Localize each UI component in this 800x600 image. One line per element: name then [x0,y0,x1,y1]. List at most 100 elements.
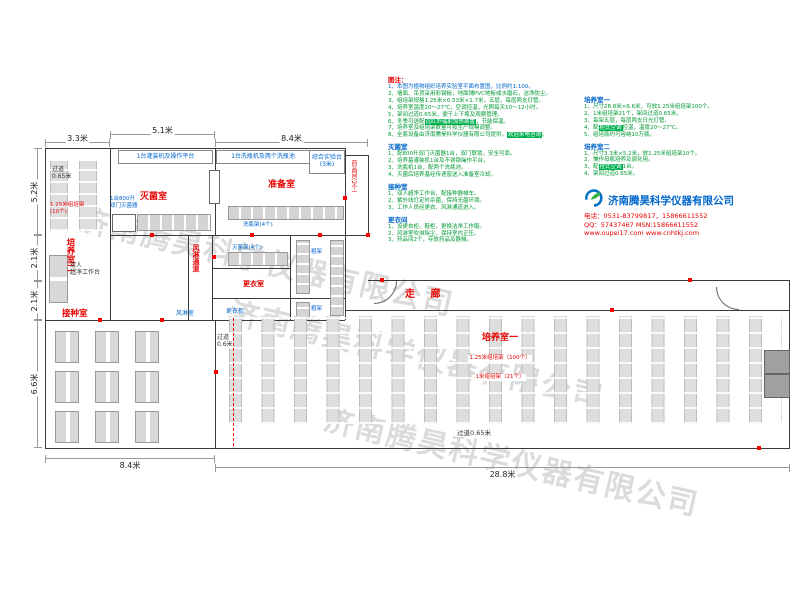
racks10-label: 1.25米组培架 (10个) [50,202,85,215]
culture1-right-rack [764,374,790,398]
room-label-air-shower-passage: 风淋通道 [192,244,200,272]
sterilizing-rack-unit [228,252,288,266]
legend-line: 5、架间过道0.65米，便于上下瓶及观察管理。 [388,111,503,118]
legend-line: 1、尺寸3.3米×5.2米，放1.25米组培架10个。 [584,150,701,157]
culture1-racks-note: 1.25米组培架（100个） [468,355,532,362]
legend-line: 4、培养室温度20～27℃，空调控温，光照每天10～12小时。 [388,104,542,111]
dimension-bottom-1: 8.4米 [45,455,215,471]
wall [212,268,290,269]
clean-bench-label: 双人 超净工作台 [70,262,101,276]
rough-rack-label: 粗架 [311,249,323,255]
dimension-label: 5.1米 [150,125,175,136]
legend-section-header: 图注： [388,76,408,84]
wall [368,280,789,281]
legend-line: 1、本图为植物组织培养实验室平面布置图，比例约1:100。 [388,84,534,90]
wall [215,320,216,448]
door-marker [98,318,102,322]
door-marker [250,233,254,237]
shelf-unit [55,371,79,403]
legend-section-header: 培养室二 [584,142,610,151]
legend-line: 2、培养基灌装机1台及不锈钢操作平台。 [388,158,489,165]
legend-line: 5、组培瓶约可容纳10万瓶。 [584,131,655,138]
company-phone: 电话：0531-83799817，15866611552 [584,212,708,221]
autoclave-unit [112,214,136,232]
dimension-label: 2.1米 [28,288,40,313]
wall [45,320,345,321]
dimension-label: 28.8米 [487,469,518,480]
autoclave-label: 1台800升 双门灭菌器 [110,196,138,209]
aisle-06-label: 过道 0.6米 [217,334,233,348]
wall [45,148,46,449]
door-arc [374,281,397,304]
company-name: 济南腾昊科学仪器有限公司 [608,194,734,207]
wall [345,310,346,320]
legend-line: 2、墙面、吊顶采用彩钢板，地面铺PVC地板或水磨石，洁净防尘。 [388,90,551,97]
legend-line: 6、冬季可选配远红外辐射加热装置，节能保温。 [388,118,510,125]
room-label-air-shower-room: 风淋室 [176,310,195,317]
legend-line: 3、药品间2个，存放药品及器械。 [388,237,472,244]
bottle-washer-label: 1台洗瓶机及两个洗瓶池 [216,150,310,164]
shelf-unit [135,331,159,363]
legend-line: 1、尺寸28.8米×6.6米，可放1.25米组培架100个。 [584,104,713,110]
wall [212,298,345,299]
rough-rack-unit [330,240,344,316]
pass-box [209,170,220,204]
dimension-label: 8.4米 [279,133,304,144]
shelf-unit [135,371,159,403]
legend-section: 图注：1、本图为植物组织培养实验室平面布置图，比例约1:100。2、墙面、吊顶采… [388,76,580,139]
wall [110,235,368,236]
dimension-label: 8.4米 [117,460,143,471]
legend-line: 2、1米组培架21个，架间过道0.65米。 [584,110,682,117]
wall [290,235,291,320]
culture1-racks-note: 1米组培架（21个） [474,374,526,381]
legend-left-column: 图注：1、本图为植物组织培养实验室平面布置图，比例约1:100。2、墙面、吊顶采… [388,72,580,244]
locker-label: 更衣柜 [226,308,245,315]
legend-line: 2、紫外线灯定时杀菌，保持无菌环境。 [388,197,486,204]
legend-line: 7、培养室及组培架数量可按生产规模调整。 [388,125,497,132]
dimension-left-1: 5.2米 [28,148,42,235]
dimension-left-4: 6.6米 [28,320,42,448]
shelf-unit [95,371,119,403]
dimension-left-3: 2.1米 [28,281,42,320]
bench-label: 综合实验台(3米) [309,150,345,174]
dimension-bottom-2: 28.8米 [215,464,790,480]
room-label-inoculation: 接种室 [62,309,88,319]
room-label-culture2: 培养室二 [65,238,75,272]
culture1-right-rack [764,350,790,374]
legend-line: 4、配柜式空调控温，温度20～27℃。 [584,124,682,131]
wall [345,155,368,156]
legend-line: 4、架间过道0.65米。 [584,171,639,178]
legend-line: 8、全套设备由济南腾昊科学仪器有限公司提供，欢迎来电咨询。 [388,132,548,139]
door-marker [757,446,761,450]
legend-line: 1、双人超净工作台，配接种器械车。 [388,190,480,197]
legend-line: 3、每架五层，每层两支日光灯管。 [584,117,671,124]
legend-section-header: 培养室一 [584,96,610,104]
legend-section-header: 接种室 [388,182,408,191]
shelf-unit [95,331,119,363]
legend-line: 2、兼作母瓶培养及驯化用。 [584,157,654,164]
dimension-left-2: 2.1米 [28,235,42,281]
wall [188,235,189,320]
dimension-top-3: 8.4米 [215,133,368,147]
door-arc [716,287,739,310]
dimension-label: 3.3米 [65,133,90,144]
door-marker [343,196,347,200]
legend-line: 2、风淋室吹淋除尘，保持室内正压。 [388,230,480,237]
dimension-label: 6.6米 [28,371,40,397]
legend-section-header: 灭菌室 [388,143,408,152]
dimension-label: 5.2米 [28,179,40,204]
aisle-left-label: 过道 0.65米 [52,166,72,180]
prep-bench [228,206,344,220]
culture1-shelving [229,316,782,424]
legend-line: 1、设更衣柜、鞋柜，更换洁净工作服。 [388,223,486,230]
room-label-medicine: 药品间(2个) [350,160,357,193]
door-marker [380,278,384,282]
room-label-sterilization: 灭菌室 [140,192,168,202]
legend-line: 3、配挂式空调1台。 [584,164,638,171]
dimension-top-1: 3.3米 [45,133,110,147]
